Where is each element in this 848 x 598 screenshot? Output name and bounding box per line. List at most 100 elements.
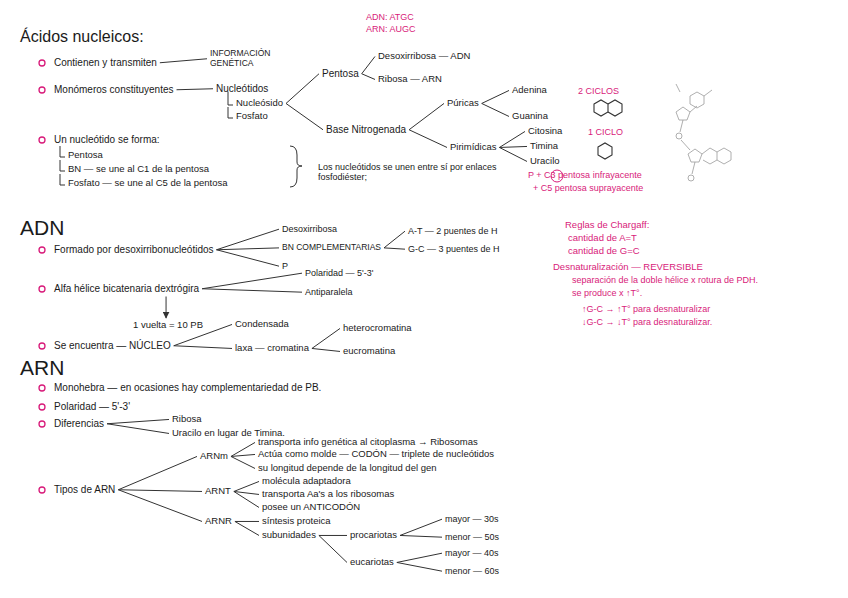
connector-line (217, 229, 279, 250)
bullet (39, 286, 45, 292)
hexagon (608, 100, 622, 116)
connector-line (384, 248, 405, 249)
connector-line (400, 519, 442, 535)
connector-line (231, 454, 255, 456)
bullet (39, 137, 45, 143)
connector-line (499, 146, 527, 147)
concept-node: laxa — cromatina (235, 343, 309, 354)
bullet (39, 247, 45, 253)
connector-line (118, 490, 202, 522)
node-text: su longitud depende de la longitud del g… (258, 463, 437, 474)
node-text: Nucleósido (236, 98, 283, 109)
hexagon (594, 100, 608, 116)
node-text: Se encuentra — NÚCLEO (54, 340, 171, 352)
node-text: laxa — cromatina (235, 343, 309, 354)
concept-node: Citosina (528, 126, 562, 137)
bullet (39, 60, 45, 66)
l-bracket (60, 174, 65, 185)
concept-node: 1 vuelta = 10 PB (133, 320, 203, 331)
concept-node: Condensada (235, 319, 289, 330)
note-text: Desnaturalización — REVERSIBLE (553, 262, 703, 273)
note-text: Los nucleótidos se unen entre sí por enl… (318, 162, 523, 183)
concept-node: Nucleótidos (216, 83, 268, 95)
connector-line (177, 89, 213, 90)
concept-node: Antiparalela (305, 287, 353, 297)
note-text: Reglas de Chargaff: (565, 220, 649, 231)
connector-line (234, 491, 259, 507)
node-text: Contienen y transmiten (54, 57, 157, 69)
concept-node: Pentosa (322, 68, 359, 80)
concept-node: Fosfato (236, 111, 268, 122)
node-text: 1 vuelta = 10 PB (133, 320, 203, 331)
connector-line (231, 456, 255, 468)
connector-line (235, 521, 259, 535)
connector-line (397, 562, 442, 571)
node-text: eucromatina (343, 346, 395, 357)
connector-line (384, 231, 405, 248)
note-text: se produce x ↑T°. (572, 288, 642, 298)
node-text: Timina (530, 141, 558, 152)
note-text: ARN: AUGC (366, 24, 416, 34)
concept-node: mayor — 40s (445, 548, 499, 558)
page-title: Ácidos nucleicos: (20, 28, 144, 46)
concept-node: síntesis proteica (262, 516, 331, 527)
node-text: Púricas (447, 98, 479, 109)
concept-node: heterocromatina (343, 323, 412, 334)
connector-line (362, 74, 375, 80)
phosphate (688, 175, 694, 181)
concept-node: INFORMACIÓN GENÉTICA (210, 49, 288, 69)
concept-node: molécula adaptadora (262, 476, 351, 487)
node-text: A-T — 2 puentes de H (408, 226, 497, 236)
node-text: molécula adaptadora (262, 476, 351, 487)
node-text: subunidades (262, 530, 316, 541)
note-text: Pentosa (68, 150, 103, 161)
connector-line (217, 250, 279, 266)
concept-node: subunidades (262, 530, 316, 541)
bond (676, 84, 712, 96)
bullet (39, 404, 45, 410)
concept-node: ARNm (200, 451, 228, 462)
dna-structure (676, 84, 731, 181)
bullets (39, 60, 45, 493)
concept-node: Guanina (512, 111, 548, 122)
node-text: ARNT (205, 486, 231, 497)
connector-line (174, 346, 232, 349)
connector-line (202, 289, 302, 292)
concept-node: menor — 50s (445, 532, 499, 542)
connector-line (319, 535, 347, 562)
note-text: Polaridad — 5'-3' (54, 401, 130, 413)
connector-line (397, 553, 442, 562)
hexagon (598, 143, 612, 159)
note-text: + C5 pentosa suprayacente (533, 183, 643, 193)
connector-line (482, 90, 509, 103)
connector-line (286, 103, 323, 129)
connector-line (234, 481, 259, 491)
concept-node: Ribosa — ARN (378, 74, 442, 85)
concept-node: eucariotas (350, 557, 394, 568)
concept-node: P (282, 261, 288, 271)
note-text: 2 CICLOS (578, 86, 619, 96)
base-ring (690, 92, 704, 108)
note-text: P + C3 pentosa infrayacente (528, 170, 642, 180)
concept-node: Desoxirribosa (282, 224, 337, 234)
base-ring (702, 148, 717, 164)
node-text: eucariotas (350, 557, 394, 568)
concept-node: Desoxirribosa — ADN (378, 51, 470, 62)
l-bracket (60, 146, 65, 157)
node-text: Tipos de ARN (54, 484, 115, 496)
concept-node: posee un ANTICODÓN (262, 502, 360, 513)
connector-line (107, 424, 169, 434)
node-text: Pirimídicas (450, 142, 496, 153)
l-bracket (228, 107, 233, 118)
node-text: posee un ANTICODÓN (262, 502, 360, 513)
connector-line (409, 130, 447, 148)
node-text: menor — 50s (445, 532, 499, 542)
node-text: INFORMACIÓN GENÉTICA (210, 49, 288, 69)
bullet (39, 385, 45, 391)
connector-line (235, 521, 259, 522)
concept-node: eucromatina (343, 346, 395, 357)
node-text: G-C — 3 puentes de H (408, 244, 500, 254)
concept-node: Monómeros constituyentes (54, 84, 174, 96)
connector-line (118, 490, 202, 492)
